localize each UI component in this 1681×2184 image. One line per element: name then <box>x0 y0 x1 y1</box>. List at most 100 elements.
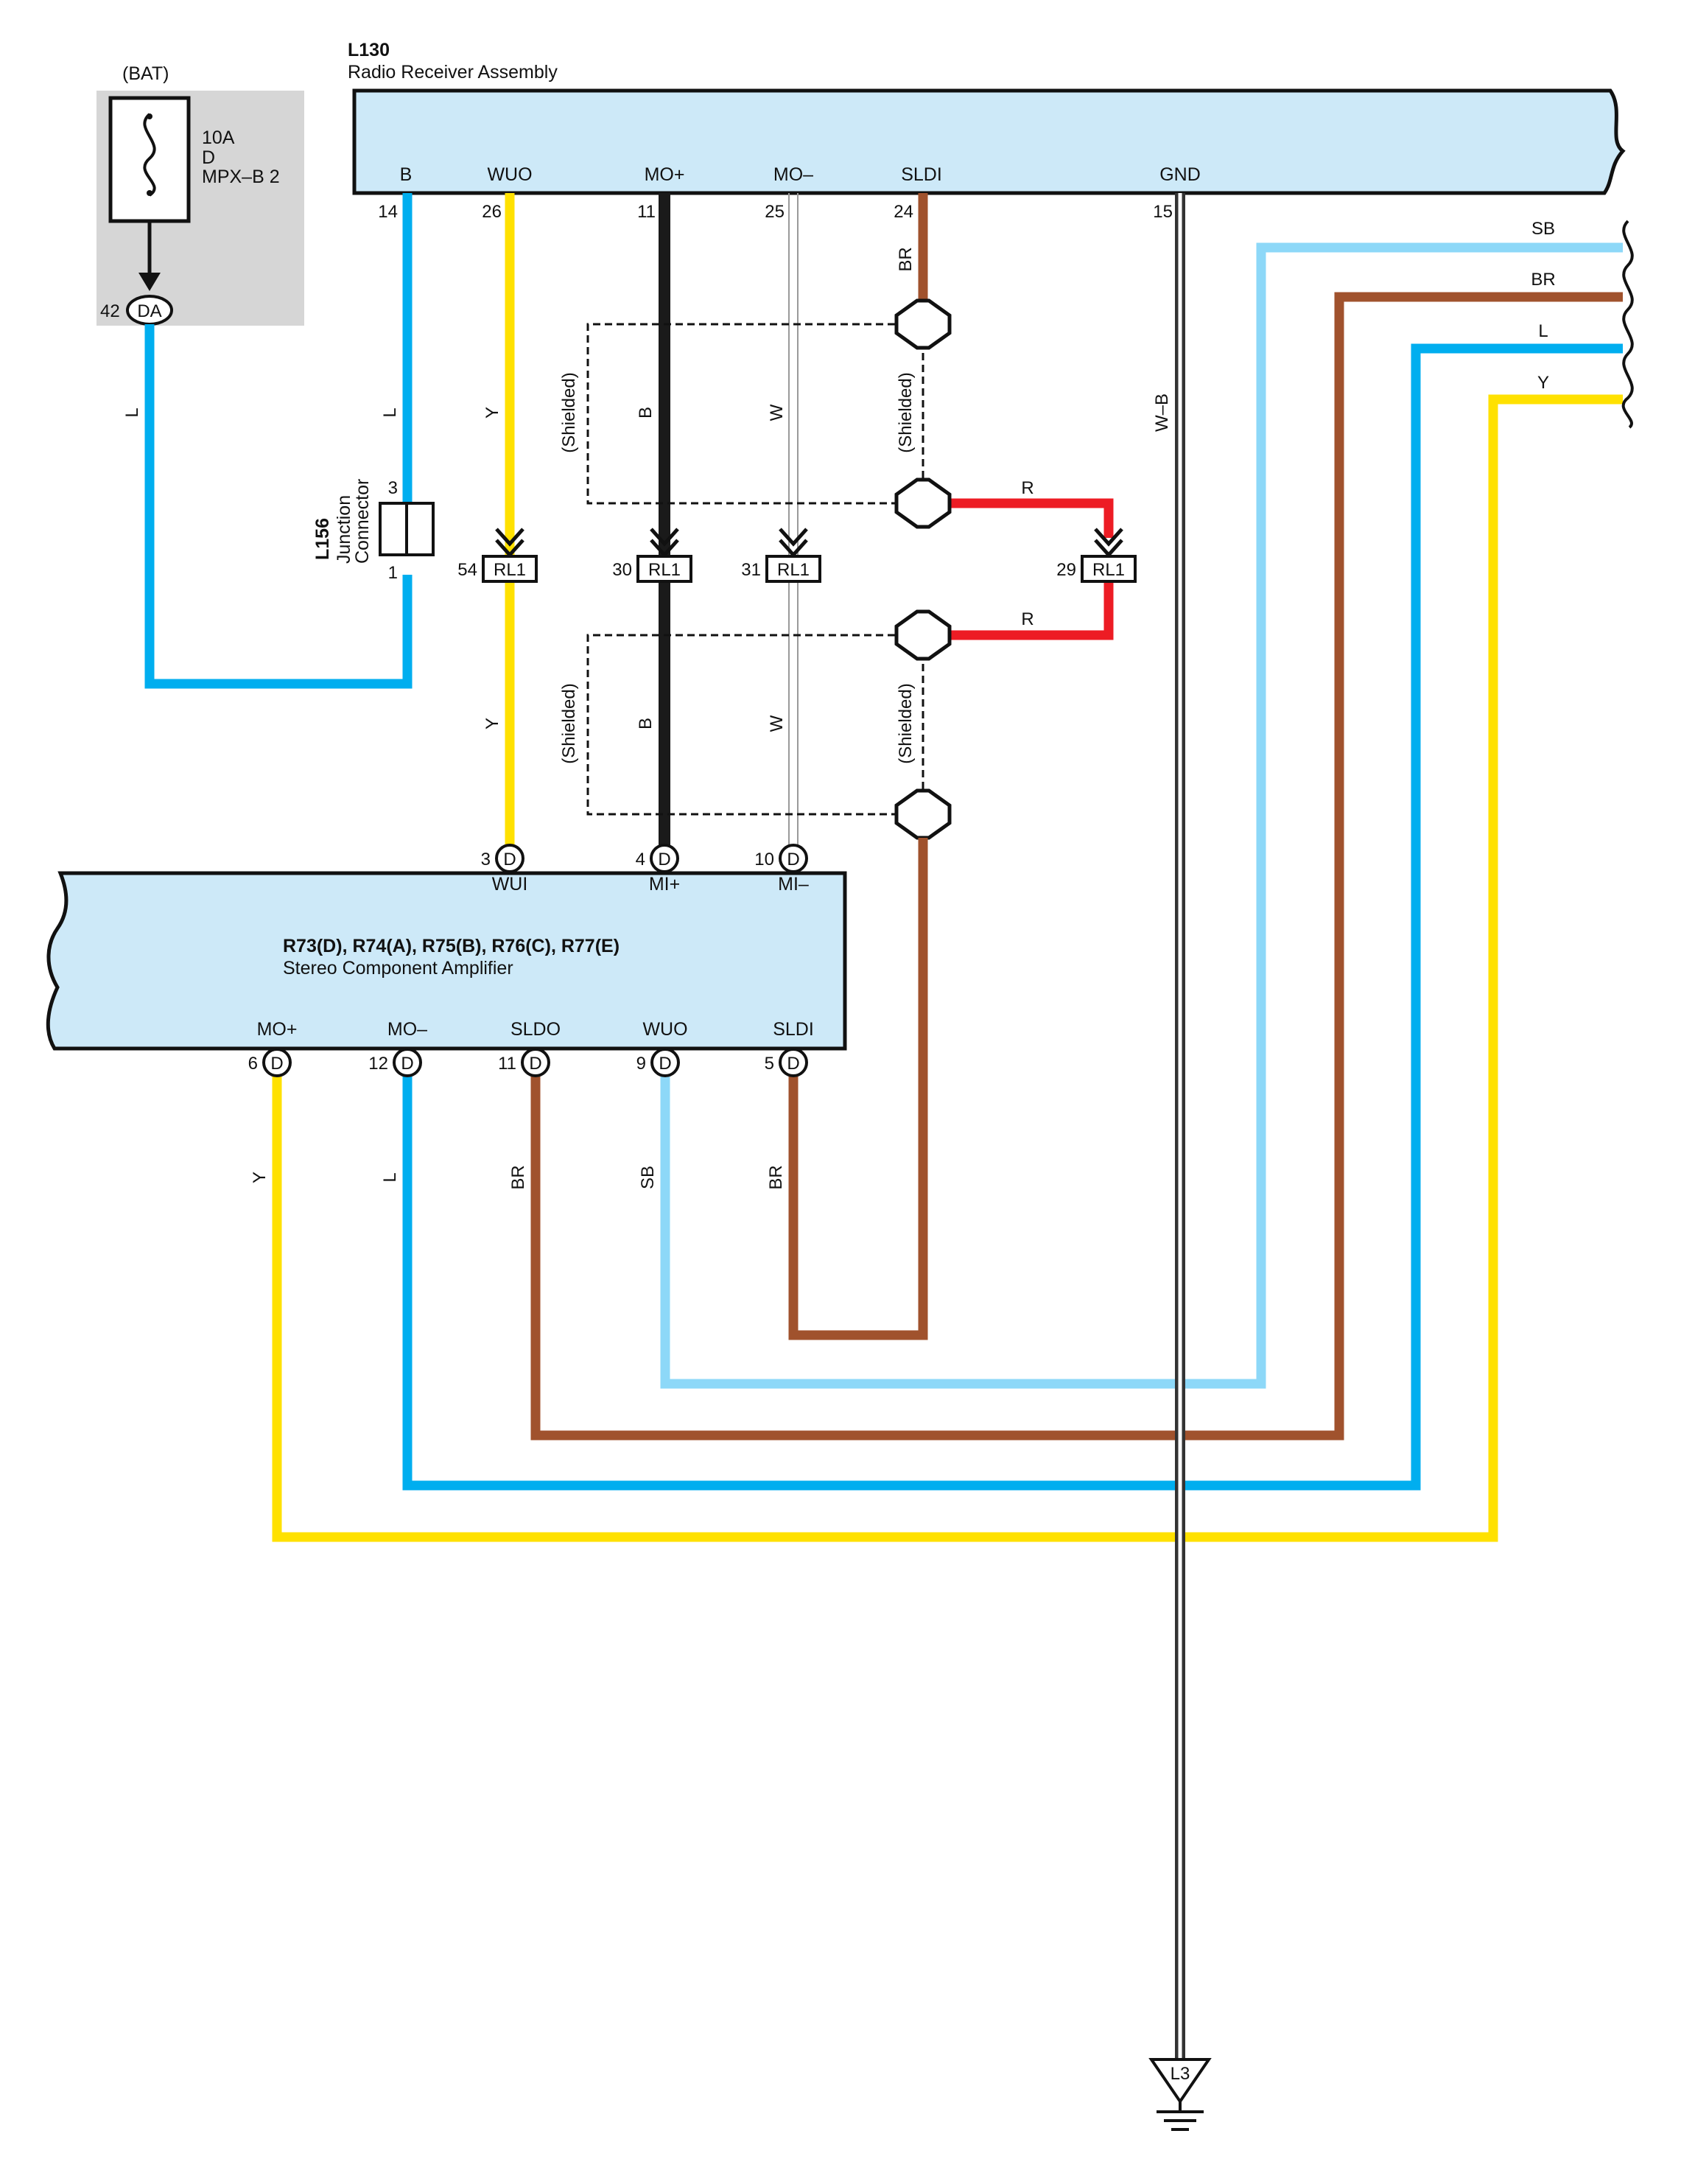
wire-path-l-fuse <box>144 324 413 689</box>
shield-lower: (Shielded) (Shielded) <box>559 634 924 816</box>
shield-node-4-icon <box>894 788 952 840</box>
amp-terminal-mi-minus: MI– <box>778 874 809 895</box>
amp-terminal-wui: WUI <box>492 874 528 895</box>
shield-upper: (Shielded) (Shielded) <box>559 323 924 505</box>
amp-terminal-sldi: SLDI <box>773 1019 814 1040</box>
fuse-block: (BAT) 10A D MPX–B 2 42 DA <box>96 63 304 326</box>
receiver-terminal-sldi: SLDI <box>901 164 942 185</box>
wire-red-link: R R <box>945 478 1114 640</box>
fuse-pin: 42 <box>100 301 120 321</box>
wire-label-amp-sldo: BR <box>508 1165 528 1189</box>
shield-lower-label-right: (Shielded) <box>896 683 916 763</box>
receiver-pin-24: 24 <box>894 202 913 222</box>
wire-path-sb <box>660 242 1623 1389</box>
inline-connector-30-pin: 30 <box>612 560 632 580</box>
wire-path-r-lower <box>945 582 1114 640</box>
wire-label-red-lower: R <box>1021 609 1033 629</box>
wire-label-red-upper: R <box>1021 478 1033 498</box>
fuse-rating: 10A <box>202 127 235 148</box>
wire-label-gnd: W–B <box>1152 393 1172 432</box>
inline-connector-54-pin: 54 <box>457 560 477 580</box>
inline-connector-31-name: RL1 <box>777 560 810 580</box>
inline-connector-31-box <box>765 555 821 583</box>
amp-top-pin-3: 3 <box>481 850 491 869</box>
junction-name-line1: Junction <box>334 495 354 564</box>
wire-fuse-to-junction: L <box>122 324 413 689</box>
wire-label-fuse-l: L <box>122 407 142 417</box>
amp-bottom-conn-9-letter: D <box>659 1054 671 1074</box>
fuse-symbol-icon <box>143 113 156 197</box>
wire-label-mo-minus-lower: W <box>767 715 787 732</box>
junction-pin-top: 3 <box>388 478 398 498</box>
receiver-id: L130 <box>348 40 390 60</box>
amp-top-pin-4: 4 <box>636 850 645 869</box>
fuse-source: (BAT) <box>122 63 169 84</box>
amp-top-conn-10 <box>779 844 808 873</box>
receiver-terminal-gnd: GND <box>1159 164 1201 185</box>
amp-terminal-sldo: SLDO <box>510 1019 561 1040</box>
wire-sldi: BR <box>896 193 928 302</box>
wire-wuo: Y Y <box>482 193 515 853</box>
receiver-name: Radio Receiver Assembly <box>348 62 558 83</box>
fuse-name: MPX–B 2 <box>202 167 280 187</box>
wire-label-amp-sldi: BR <box>766 1165 786 1189</box>
shield-upper-label-left: (Shielded) <box>559 372 579 452</box>
amp-terminal-mo-plus: MO+ <box>257 1019 298 1040</box>
receiver-pin-15: 15 <box>1153 202 1173 222</box>
amp-terminal-wuo: WUO <box>642 1019 687 1040</box>
shield-upper-outline <box>586 323 895 505</box>
wire-label-wuo-lower: Y <box>482 718 502 729</box>
wire-label-mo-minus-upper: W <box>767 404 787 421</box>
junction-connector: 3 1 L156 Junction Connector <box>312 478 435 583</box>
amp-terminal-mi-plus: MI+ <box>649 874 680 895</box>
amp-bottom-pin-9: 9 <box>636 1054 646 1074</box>
inline-connector-30-box <box>636 555 692 583</box>
receiver-assembly: L130 Radio Receiver Assembly B WUO MO+ M… <box>348 40 1626 222</box>
amplifier-id: R73(D), R74(A), R75(B), R76(C), R77(E) <box>283 936 620 956</box>
receiver-pin-25: 25 <box>765 202 785 222</box>
ground-id: L3 <box>1171 2064 1190 2084</box>
amp-bottom-conn-11-letter: D <box>529 1054 541 1074</box>
receiver-pin-11: 11 <box>637 202 656 222</box>
amp-top-connectors: D 3 D 4 D 10 <box>481 844 808 873</box>
wire-path-br-amp-sldi <box>788 838 928 1340</box>
fuse-connector-label: DA <box>137 301 161 321</box>
junction-pin-bottom: 1 <box>388 563 398 583</box>
shield-lower-label-left: (Shielded) <box>559 683 579 763</box>
wire-path-l <box>402 343 1623 1491</box>
wire-label-right-y: Y <box>1537 373 1549 393</box>
shield-lower-outline <box>586 634 895 816</box>
wire-label-amp-mo-plus: Y <box>250 1172 270 1183</box>
amp-top-conn-4 <box>650 844 679 873</box>
amp-bottom-connectors: D 6 D 12 D 11 D 9 D 5 <box>248 1048 808 1077</box>
wire-mo-plus: B B <box>636 193 670 853</box>
shield-nodes <box>894 298 952 840</box>
inline-connector-54-name: RL1 <box>494 560 526 580</box>
amp-top-conn-10-letter: D <box>787 850 799 869</box>
amp-bottom-conn-9 <box>650 1048 680 1077</box>
inline-connector-54-box <box>482 555 538 583</box>
amp-bottom-pin-6: 6 <box>248 1054 258 1074</box>
junction-name-line2: Connector <box>352 479 373 564</box>
amp-bottom-conn-11 <box>521 1048 550 1077</box>
amp-wire-labels: Y L BR SB BR <box>250 1165 786 1189</box>
chevron-down-icon <box>779 528 808 558</box>
fuse-arrow-icon <box>138 273 161 291</box>
receiver-terminal-wuo: WUO <box>487 164 532 185</box>
inline-connector-30: RL1 30 <box>612 528 692 583</box>
wire-label-sldi: BR <box>896 247 916 271</box>
shield-node-2-icon <box>894 477 952 529</box>
amplifier: R73(D), R74(A), R75(B), R76(C), R77(E) S… <box>46 871 847 1051</box>
fuse-end-top-icon <box>147 113 152 119</box>
receiver-terminal-mo-minus: MO– <box>773 164 813 185</box>
amp-top-pin-10: 10 <box>754 850 774 869</box>
right-side-wires: SB BR L Y <box>272 219 1634 1542</box>
junction-id: L156 <box>312 518 333 560</box>
amp-top-conn-4-letter: D <box>658 850 670 869</box>
inline-connector-29: RL1 29 <box>1056 528 1137 583</box>
amp-top-conn-3-letter: D <box>503 850 516 869</box>
amp-bottom-conn-5-letter: D <box>787 1054 799 1074</box>
amp-bottom-conn-5 <box>779 1048 808 1077</box>
receiver-body <box>352 88 1626 195</box>
